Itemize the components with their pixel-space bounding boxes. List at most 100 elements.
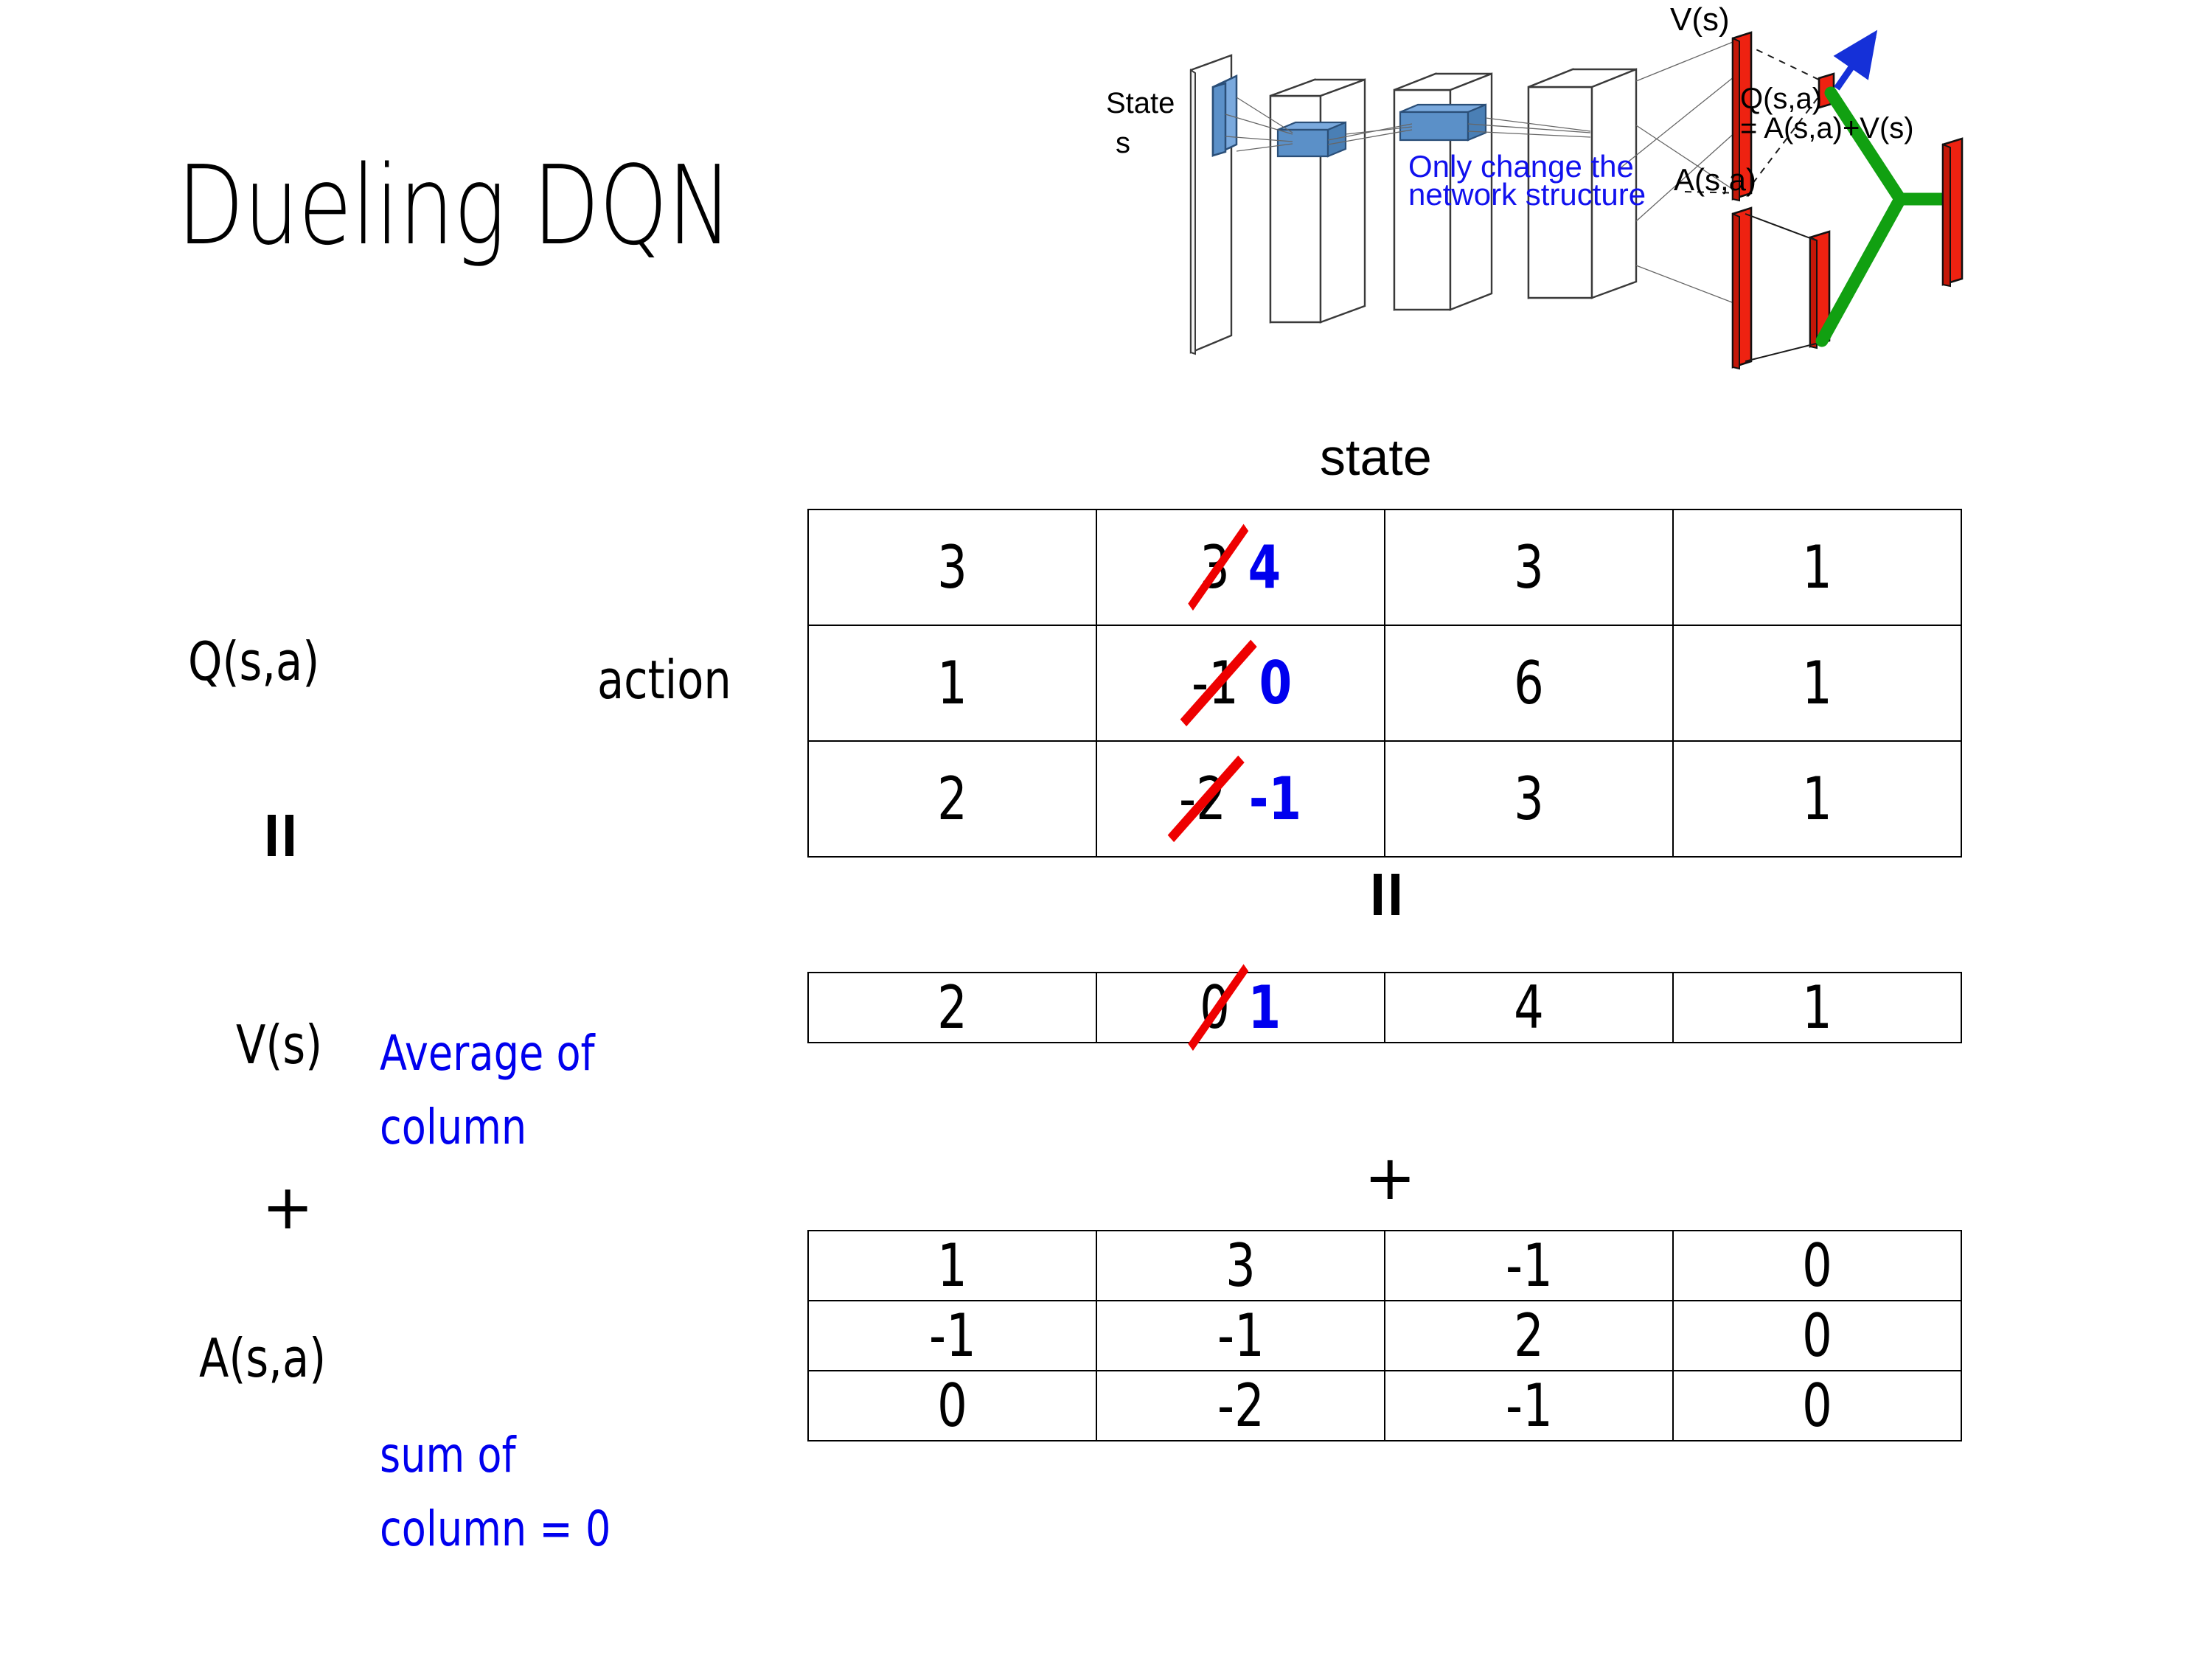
table-cell: 2 [1384, 1300, 1674, 1371]
page-title: Dueling DQN [177, 142, 733, 269]
dueling-network-diagram: State s V(s) A(s,a) Q(s,a) = A(s,a)+V(s)… [1102, 0, 2212, 413]
q-output-bar-icon [1941, 137, 1964, 288]
connection-lines [1225, 40, 1752, 310]
cell-value: 2 [937, 973, 967, 1042]
cell-value: 2 [937, 765, 967, 833]
revised-cell: -2-1 [1167, 755, 1308, 843]
cell-value: 3 [937, 533, 967, 602]
table-row: -1 -1 2 0 [807, 1300, 1962, 1371]
diagram-q-label-line2: = A(s,a)+V(s) [1740, 112, 1914, 145]
table-cell: 0 [1672, 1230, 1962, 1301]
state-axis-label: state [1320, 428, 1432, 486]
action-axis-label: action [597, 649, 731, 711]
sum-note-line1: sum of [380, 1427, 516, 1484]
cell-value: 3 [1225, 1231, 1256, 1300]
table-cell: 0 [1672, 1300, 1962, 1371]
table-cell: 1 [807, 625, 1097, 742]
revised-new-value: 1 [1248, 973, 1281, 1042]
cell-value: -1 [1505, 1231, 1553, 1300]
table-cell: -1 [1384, 1370, 1674, 1441]
struck-old-value: 3 [1188, 524, 1249, 611]
diagram-state-label: State [1106, 87, 1175, 119]
cell-value: -1 [928, 1301, 976, 1370]
cell-value: 0 [937, 1371, 967, 1440]
cell-value: 0 [1802, 1371, 1832, 1440]
cell-value: 1 [1802, 973, 1832, 1042]
table-cell: -1 [1096, 1300, 1385, 1371]
aggregation-green-lines [1815, 86, 1955, 347]
table-cell: 1 [1672, 972, 1962, 1043]
cell-value: 3 [1514, 533, 1544, 602]
cell-value: 2 [1514, 1301, 1544, 1370]
equals-sign-left [262, 815, 302, 856]
table-cell: 1 [1672, 625, 1962, 742]
table-cell: 1 [1672, 740, 1962, 858]
table-cell: 1 [1672, 509, 1962, 626]
table-cell: 6 [1384, 625, 1674, 742]
table-cell: 3 [1096, 1230, 1385, 1301]
v-function-label: V(s) [236, 1014, 323, 1076]
cell-value: -2 [1217, 1371, 1265, 1440]
advantage-stream-lines [1745, 213, 1817, 362]
diagram-q-label-line1: Q(s,a) [1740, 83, 1823, 115]
revised-new-value: 4 [1248, 533, 1281, 602]
a-function-label: A(s,a) [199, 1327, 327, 1389]
struck-old-value: -2 [1167, 755, 1245, 843]
diagram-value-label: V(s) [1670, 1, 1730, 38]
table-cell: -1 [1384, 1230, 1674, 1301]
average-note-line1: Average of [380, 1025, 595, 1082]
table-cell: 3 [807, 509, 1097, 626]
conv-block-1-icon [1269, 78, 1366, 324]
cell-value: 1 [937, 649, 967, 717]
cell-value: 1 [1802, 533, 1832, 602]
advantage-output-bar-icon [1809, 230, 1831, 349]
cell-value: -1 [1217, 1301, 1265, 1370]
table-cell: -1 [807, 1300, 1097, 1371]
table-cell: 2 [807, 740, 1097, 858]
equals-sign-middle [1368, 874, 1408, 915]
table-cell: 4 [1384, 972, 1674, 1043]
table-cell: 3 [1384, 509, 1674, 626]
cell-value: 6 [1514, 649, 1544, 717]
conv-block-2-icon [1393, 72, 1493, 311]
value-arrow-icon [1833, 29, 1878, 91]
network-svg [1189, 29, 1964, 370]
table-cell: 3 [1384, 740, 1674, 858]
input-patch-icon [1211, 74, 1238, 157]
table-cell: 0 [807, 1370, 1097, 1441]
plus-sign-middle: + [1364, 1141, 1416, 1214]
conv-block-3-icon [1527, 68, 1638, 299]
table-row: 0 -2 -1 0 [807, 1370, 1962, 1441]
cell-value: 1 [1802, 765, 1832, 833]
value-hidden-bar-icon [1731, 31, 1753, 202]
table-cell: 2 [807, 972, 1097, 1043]
advantage-hidden-bar-icon [1731, 206, 1753, 370]
diagram-note-line2: network structure [1408, 177, 1646, 212]
table-row: 2 -2-1 3 1 [807, 740, 1962, 858]
cell-value: 4 [1514, 973, 1544, 1042]
diagram-note-line1: Only change the [1408, 149, 1634, 184]
revised-new-value: -1 [1248, 765, 1301, 833]
cell-value: 3 [1514, 765, 1544, 833]
q-function-label: Q(s,a) [188, 630, 320, 692]
cell-value: -1 [1505, 1371, 1553, 1440]
table-cell: -2 [1096, 1370, 1385, 1441]
sum-note-line2: column = 0 [380, 1500, 611, 1557]
table-cell: -2-1 [1096, 740, 1385, 858]
revised-new-value: 0 [1259, 649, 1292, 717]
diagram-advantage-label: A(s,a) [1674, 162, 1757, 197]
cell-value: 1 [1802, 649, 1832, 717]
